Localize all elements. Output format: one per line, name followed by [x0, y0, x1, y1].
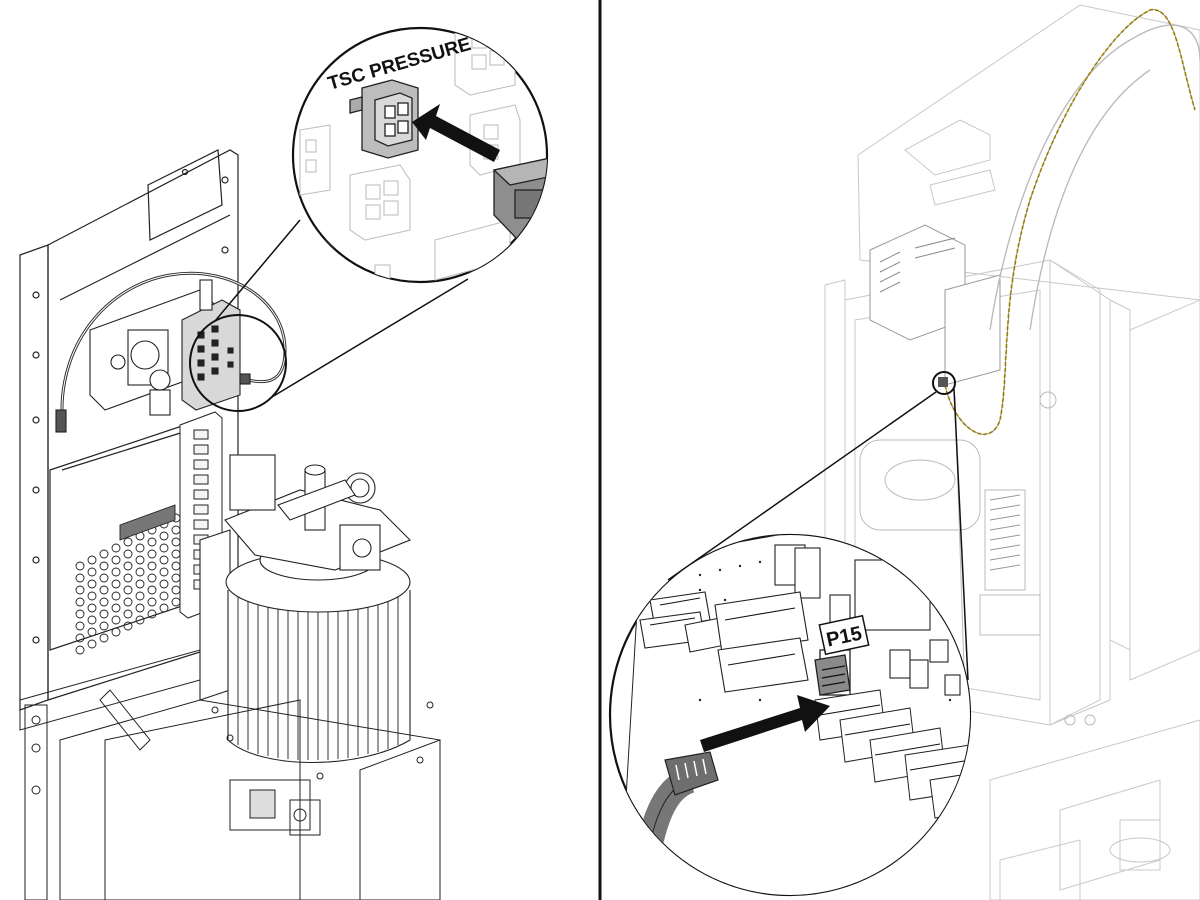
motor-assembly [199, 454, 411, 763]
p15-label-tag: P15 [818, 614, 870, 656]
insert-arrow-p15 [700, 695, 830, 752]
lower-frame [19, 649, 441, 900]
left-callout-leader-bottom [271, 278, 469, 398]
tsc-pressure-header [349, 79, 419, 159]
p15-location-marker [938, 377, 948, 387]
left-detail-inset: TSC PRESSURE [291, 26, 549, 284]
right-callout-leader-left [667, 391, 937, 581]
right-source-circle [932, 371, 956, 395]
right-callout-leader-right [953, 388, 969, 681]
power-supply [869, 224, 1001, 386]
left-callout-leader-top [214, 219, 301, 322]
p15-socket [814, 649, 851, 696]
tsc-pressure-plug [492, 156, 547, 243]
right-detail-inset: P15 [608, 533, 972, 897]
right-panel [824, 4, 1200, 900]
vent-grill [75, 504, 181, 655]
insert-arrow-tsc [412, 104, 500, 162]
pcb-headers-left [639, 591, 809, 693]
cabinet-top [857, 4, 1200, 301]
valve-assembly [55, 271, 287, 433]
left-source-circle [189, 314, 287, 412]
left-panel: TSC PRESSURE [19, 26, 549, 900]
